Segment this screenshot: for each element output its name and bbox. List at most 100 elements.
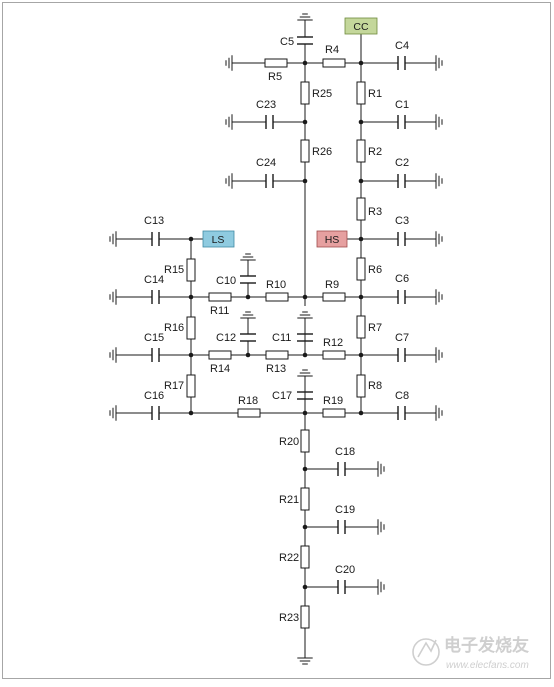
label-r2: R2 xyxy=(368,146,382,158)
junction-dot-9 xyxy=(358,352,364,358)
label-r25: R25 xyxy=(312,88,332,100)
ground-icon-10 xyxy=(435,405,443,421)
net-label-ls: LS xyxy=(202,230,235,248)
ground-icon-21 xyxy=(297,311,313,319)
label-c17: C17 xyxy=(272,390,292,402)
capacitor-c6 xyxy=(397,290,406,304)
resistor-r19 xyxy=(322,408,346,418)
junction-dot-12 xyxy=(188,294,194,300)
capacitor-c20 xyxy=(337,580,346,594)
junction-dot-18 xyxy=(302,352,308,358)
label-r26: R26 xyxy=(312,146,332,158)
label-r18: R18 xyxy=(238,395,258,407)
resistor-r23 xyxy=(300,605,310,629)
label-c19: C19 xyxy=(335,504,355,516)
diagram-frame xyxy=(2,2,551,679)
label-c16: C16 xyxy=(144,390,164,402)
label-r15: R15 xyxy=(164,264,184,276)
ground-icon-13 xyxy=(109,347,117,363)
label-c11: C11 xyxy=(272,332,291,344)
junction-dot-6 xyxy=(358,178,364,184)
junction-dot-4 xyxy=(358,119,364,125)
ground-icon-9 xyxy=(435,347,443,363)
ground-icon-3 xyxy=(225,114,233,130)
resistor-r1 xyxy=(356,81,366,105)
ground-symbols xyxy=(109,13,443,665)
label-c18: C18 xyxy=(335,446,355,458)
label-r14: R14 xyxy=(210,363,230,375)
junction-dots xyxy=(188,60,364,590)
capacitor-c1 xyxy=(397,115,406,129)
label-r7: R7 xyxy=(368,322,382,334)
capacitor-c16 xyxy=(151,406,160,420)
ground-icon-19 xyxy=(240,253,256,261)
ground-icon-12 xyxy=(109,289,117,305)
ground-icon-2 xyxy=(435,55,443,71)
resistor-r3 xyxy=(356,197,366,221)
junction-dot-1 xyxy=(302,60,308,66)
label-c7: C7 xyxy=(395,332,409,344)
ground-icon-17 xyxy=(377,579,385,595)
net-label-cc-text: CC xyxy=(353,21,369,33)
label-c13: C13 xyxy=(144,215,164,227)
wires xyxy=(116,20,436,658)
ground-icon-22 xyxy=(297,369,313,377)
ground-icon-8 xyxy=(435,289,443,305)
capacitor-c14 xyxy=(151,290,160,304)
watermark-logo-icon xyxy=(412,638,440,666)
capacitor-c15 xyxy=(151,348,160,362)
capacitor-c19 xyxy=(337,520,346,534)
capacitor-c8 xyxy=(397,406,406,420)
resistor-r5 xyxy=(264,58,288,68)
resistor-r8 xyxy=(356,374,366,398)
label-r19: R19 xyxy=(323,395,343,407)
resistor-r15 xyxy=(186,258,196,282)
net-label-ls-text: LS xyxy=(212,234,225,246)
label-c4: C4 xyxy=(395,40,409,52)
junction-dot-22 xyxy=(302,584,308,590)
ground-icon-11 xyxy=(109,231,117,247)
watermark: 电子发烧友 www.elecfans.com xyxy=(412,635,529,671)
label-c5: C5 xyxy=(280,36,294,48)
junction-dot-2 xyxy=(358,60,364,66)
resistor-r4 xyxy=(322,58,346,68)
label-r6: R6 xyxy=(368,264,382,276)
capacitor-c5 xyxy=(297,36,313,45)
capacitor-c13 xyxy=(151,232,160,246)
junction-dot-16 xyxy=(302,294,308,300)
resistor-r22 xyxy=(300,545,310,569)
ground-icon-6 xyxy=(435,173,443,189)
components xyxy=(151,36,406,629)
label-r10: R10 xyxy=(266,279,286,291)
label-r20: R20 xyxy=(279,436,299,448)
ground-icon-5 xyxy=(225,173,233,189)
watermark-logo-mark-icon xyxy=(417,639,437,658)
resistor-labels: R4 R5 R1 R25 R26 R2 R3 R6 R15 R10 R9 R11… xyxy=(164,44,382,624)
capacitor-c7 xyxy=(397,348,406,362)
label-c8: C8 xyxy=(395,390,409,402)
label-r16: R16 xyxy=(164,322,184,334)
junction-dot-15 xyxy=(245,294,251,300)
junction-dot-14 xyxy=(188,410,194,416)
ground-icon-16 xyxy=(377,519,385,535)
resistor-r11 xyxy=(208,292,232,302)
label-r5: R5 xyxy=(268,71,282,83)
resistor-r16 xyxy=(186,316,196,340)
label-r21: R21 xyxy=(279,494,299,506)
ground-icon-4 xyxy=(435,114,443,130)
resistor-r21 xyxy=(300,487,310,511)
capacitor-c17 xyxy=(297,391,313,400)
label-c14: C14 xyxy=(144,274,164,286)
junction-dot-20 xyxy=(302,466,308,472)
resistor-r20 xyxy=(300,429,310,453)
capacitor-c24 xyxy=(265,174,274,188)
ground-icon-7 xyxy=(435,231,443,247)
ground-icon-15 xyxy=(377,461,385,477)
junction-dot-21 xyxy=(302,524,308,530)
label-r1: R1 xyxy=(368,88,382,100)
ground-icon-20 xyxy=(240,311,256,319)
label-r4: R4 xyxy=(325,44,339,56)
junction-dot-11 xyxy=(188,236,194,242)
